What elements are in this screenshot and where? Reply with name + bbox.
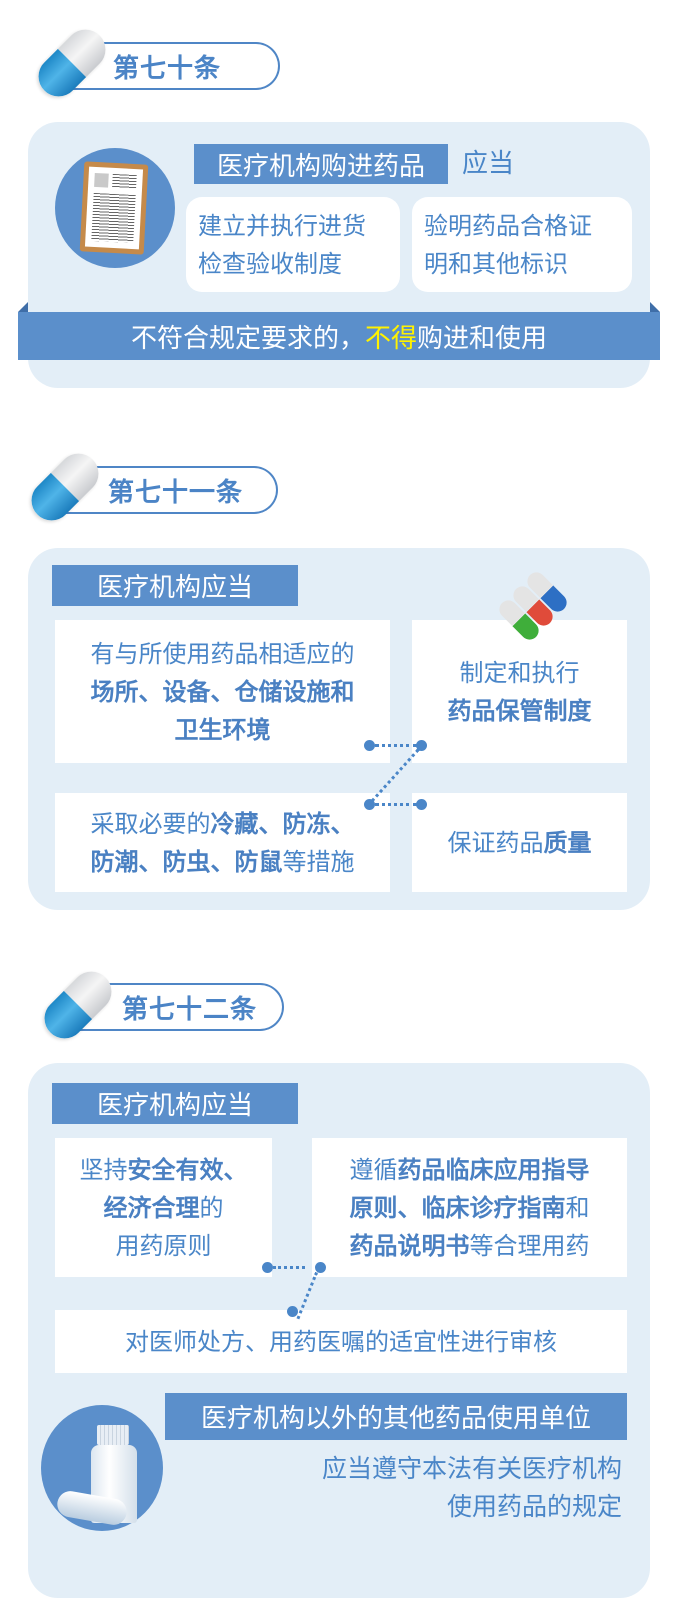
ribbon-fold-right	[650, 302, 660, 312]
requirement-line: 建立并执行进货	[198, 211, 366, 240]
text-bold: 原则、临床诊疗指南	[349, 1193, 566, 1222]
banner-suffix: 应当	[462, 149, 515, 179]
text-normal: 保证药品	[447, 828, 544, 857]
ribbon-fold-left	[18, 302, 28, 312]
article-title: 第七十二条	[122, 995, 258, 1025]
text-normal: 等措施	[282, 847, 355, 876]
requirement-line: 保证药品质量	[448, 824, 592, 862]
requirement-line-bold: 卫生环境	[174, 715, 271, 744]
text-normal: 的	[199, 1193, 224, 1222]
ribbon-text: 购进和使用	[417, 323, 548, 354]
text-bold: 药品临床应用指导	[397, 1155, 590, 1184]
text-bold: 安全有效、	[127, 1155, 248, 1184]
requirement-line-bold: 药品保管制度	[447, 696, 592, 725]
connector-line	[375, 803, 417, 806]
article-title: 第七十条	[113, 54, 222, 84]
text-normal: 用药原则	[115, 1231, 212, 1260]
subject-banner: 医疗机构购进药品	[194, 144, 448, 184]
requirement-line: 验明药品合格证	[424, 211, 592, 240]
requirement-box: 有与所使用药品相适应的 场所、设备、仓储设施和 卫生环境	[55, 620, 390, 763]
connector-dot	[416, 799, 427, 810]
requirement-line: 防潮、防虫、防鼠等措施	[91, 843, 355, 881]
requirement-box: 坚持安全有效、 经济合理的 用药原则	[55, 1138, 272, 1277]
connector-line	[273, 1266, 305, 1269]
connector-dot	[364, 799, 375, 810]
requirement-line-bold: 场所、设备、仓储设施和	[90, 677, 355, 706]
requirement-box: 验明药品合格证 明和其他标识	[412, 197, 632, 292]
text-normal: 坚持	[79, 1155, 128, 1184]
requirement-line: 明和其他标识	[424, 249, 568, 278]
requirement-box: 保证药品质量	[412, 793, 627, 892]
requirement-line: 有与所使用药品相适应的	[90, 639, 355, 668]
other-units-banner: 医疗机构以外的其他药品使用单位	[165, 1393, 627, 1440]
requirement-box: 制定和执行 药品保管制度	[412, 620, 627, 763]
requirement-line: 对医师处方、用药医嘱的适宜性进行审核	[125, 1327, 557, 1356]
clipboard-document-icon	[79, 161, 149, 255]
requirement-box: 建立并执行进货 检查验收制度	[186, 197, 400, 292]
medicine-bottle-icon	[55, 1425, 155, 1527]
requirement-line: 检查验收制度	[198, 249, 342, 278]
connector-dot	[364, 740, 375, 751]
subject-banner: 医疗机构应当	[52, 565, 298, 606]
text-bold: 药品说明书	[349, 1231, 470, 1260]
requirement-line: 遵循药品临床应用指导	[350, 1151, 590, 1189]
requirement-line: 原则、临床诊疗指南和	[350, 1189, 590, 1227]
text-bold: 经济合理	[103, 1193, 200, 1222]
connector-line	[375, 744, 417, 747]
connector-dot	[315, 1262, 326, 1273]
other-units-line: 使用药品的规定	[446, 1492, 622, 1521]
ribbon-text: 不符合规定要求的，	[130, 323, 365, 354]
requirement-box-wide: 对医师处方、用药医嘱的适宜性进行审核	[55, 1310, 627, 1373]
requirement-line: 采取必要的冷藏、防冻、	[91, 805, 355, 843]
text-bold: 冷藏、防冻、	[210, 809, 355, 838]
text-bold: 质量	[543, 828, 592, 857]
article-title: 第七十一条	[108, 478, 244, 508]
requirement-box: 采取必要的冷藏、防冻、 防潮、防虫、防鼠等措施	[55, 793, 390, 892]
colored-capsules-icon	[490, 560, 600, 650]
other-units-line: 应当遵守本法有关医疗机构	[321, 1454, 622, 1483]
subject-banner: 医疗机构应当	[52, 1083, 298, 1124]
connector-dot	[416, 740, 427, 751]
requirement-box: 遵循药品临床应用指导 原则、临床诊疗指南和 药品说明书等合理用药	[312, 1138, 627, 1277]
other-units-text: 应当遵守本法有关医疗机构 使用药品的规定	[200, 1450, 622, 1526]
text-normal: 和	[565, 1193, 590, 1222]
requirement-line: 制定和执行	[459, 658, 580, 687]
requirement-line: 坚持安全有效、	[80, 1151, 248, 1189]
connector-dot	[262, 1262, 273, 1273]
connector-dot	[287, 1306, 298, 1317]
text-normal: 等合理用药	[469, 1231, 590, 1260]
ribbon-highlight: 不得	[364, 323, 417, 354]
requirement-line: 用药原则	[116, 1227, 212, 1265]
warning-ribbon: 不符合规定要求的，不得购进和使用	[18, 312, 660, 360]
text-normal: 遵循	[349, 1155, 398, 1184]
requirement-line: 经济合理的	[104, 1189, 224, 1227]
text-normal: 采取必要的	[90, 809, 211, 838]
requirement-line: 药品说明书等合理用药	[350, 1227, 590, 1265]
text-bold: 防潮、防虫、防鼠	[90, 847, 283, 876]
